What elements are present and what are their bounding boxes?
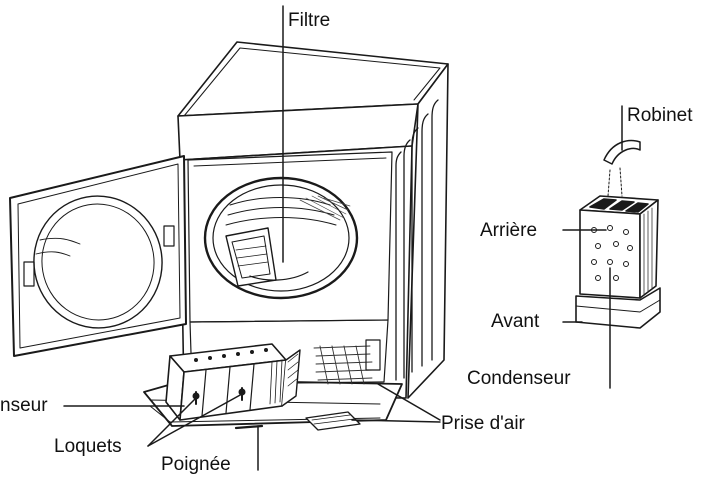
label-loquets: Loquets (54, 437, 122, 456)
label-prise-air: Prise d'air (441, 414, 525, 433)
label-arriere: Arrière (480, 221, 537, 240)
label-poignee: Poignée (161, 455, 231, 474)
condenser-unit-right (576, 141, 660, 328)
label-filtre: Filtre (288, 11, 330, 30)
label-condenseur-left: nseur (0, 396, 48, 415)
label-robinet: Robinet (627, 106, 693, 125)
leader-prise-air-2 (352, 420, 440, 422)
open-door (10, 156, 186, 356)
label-avant: Avant (491, 312, 539, 331)
label-condenseur-right: Condenseur (467, 369, 571, 388)
